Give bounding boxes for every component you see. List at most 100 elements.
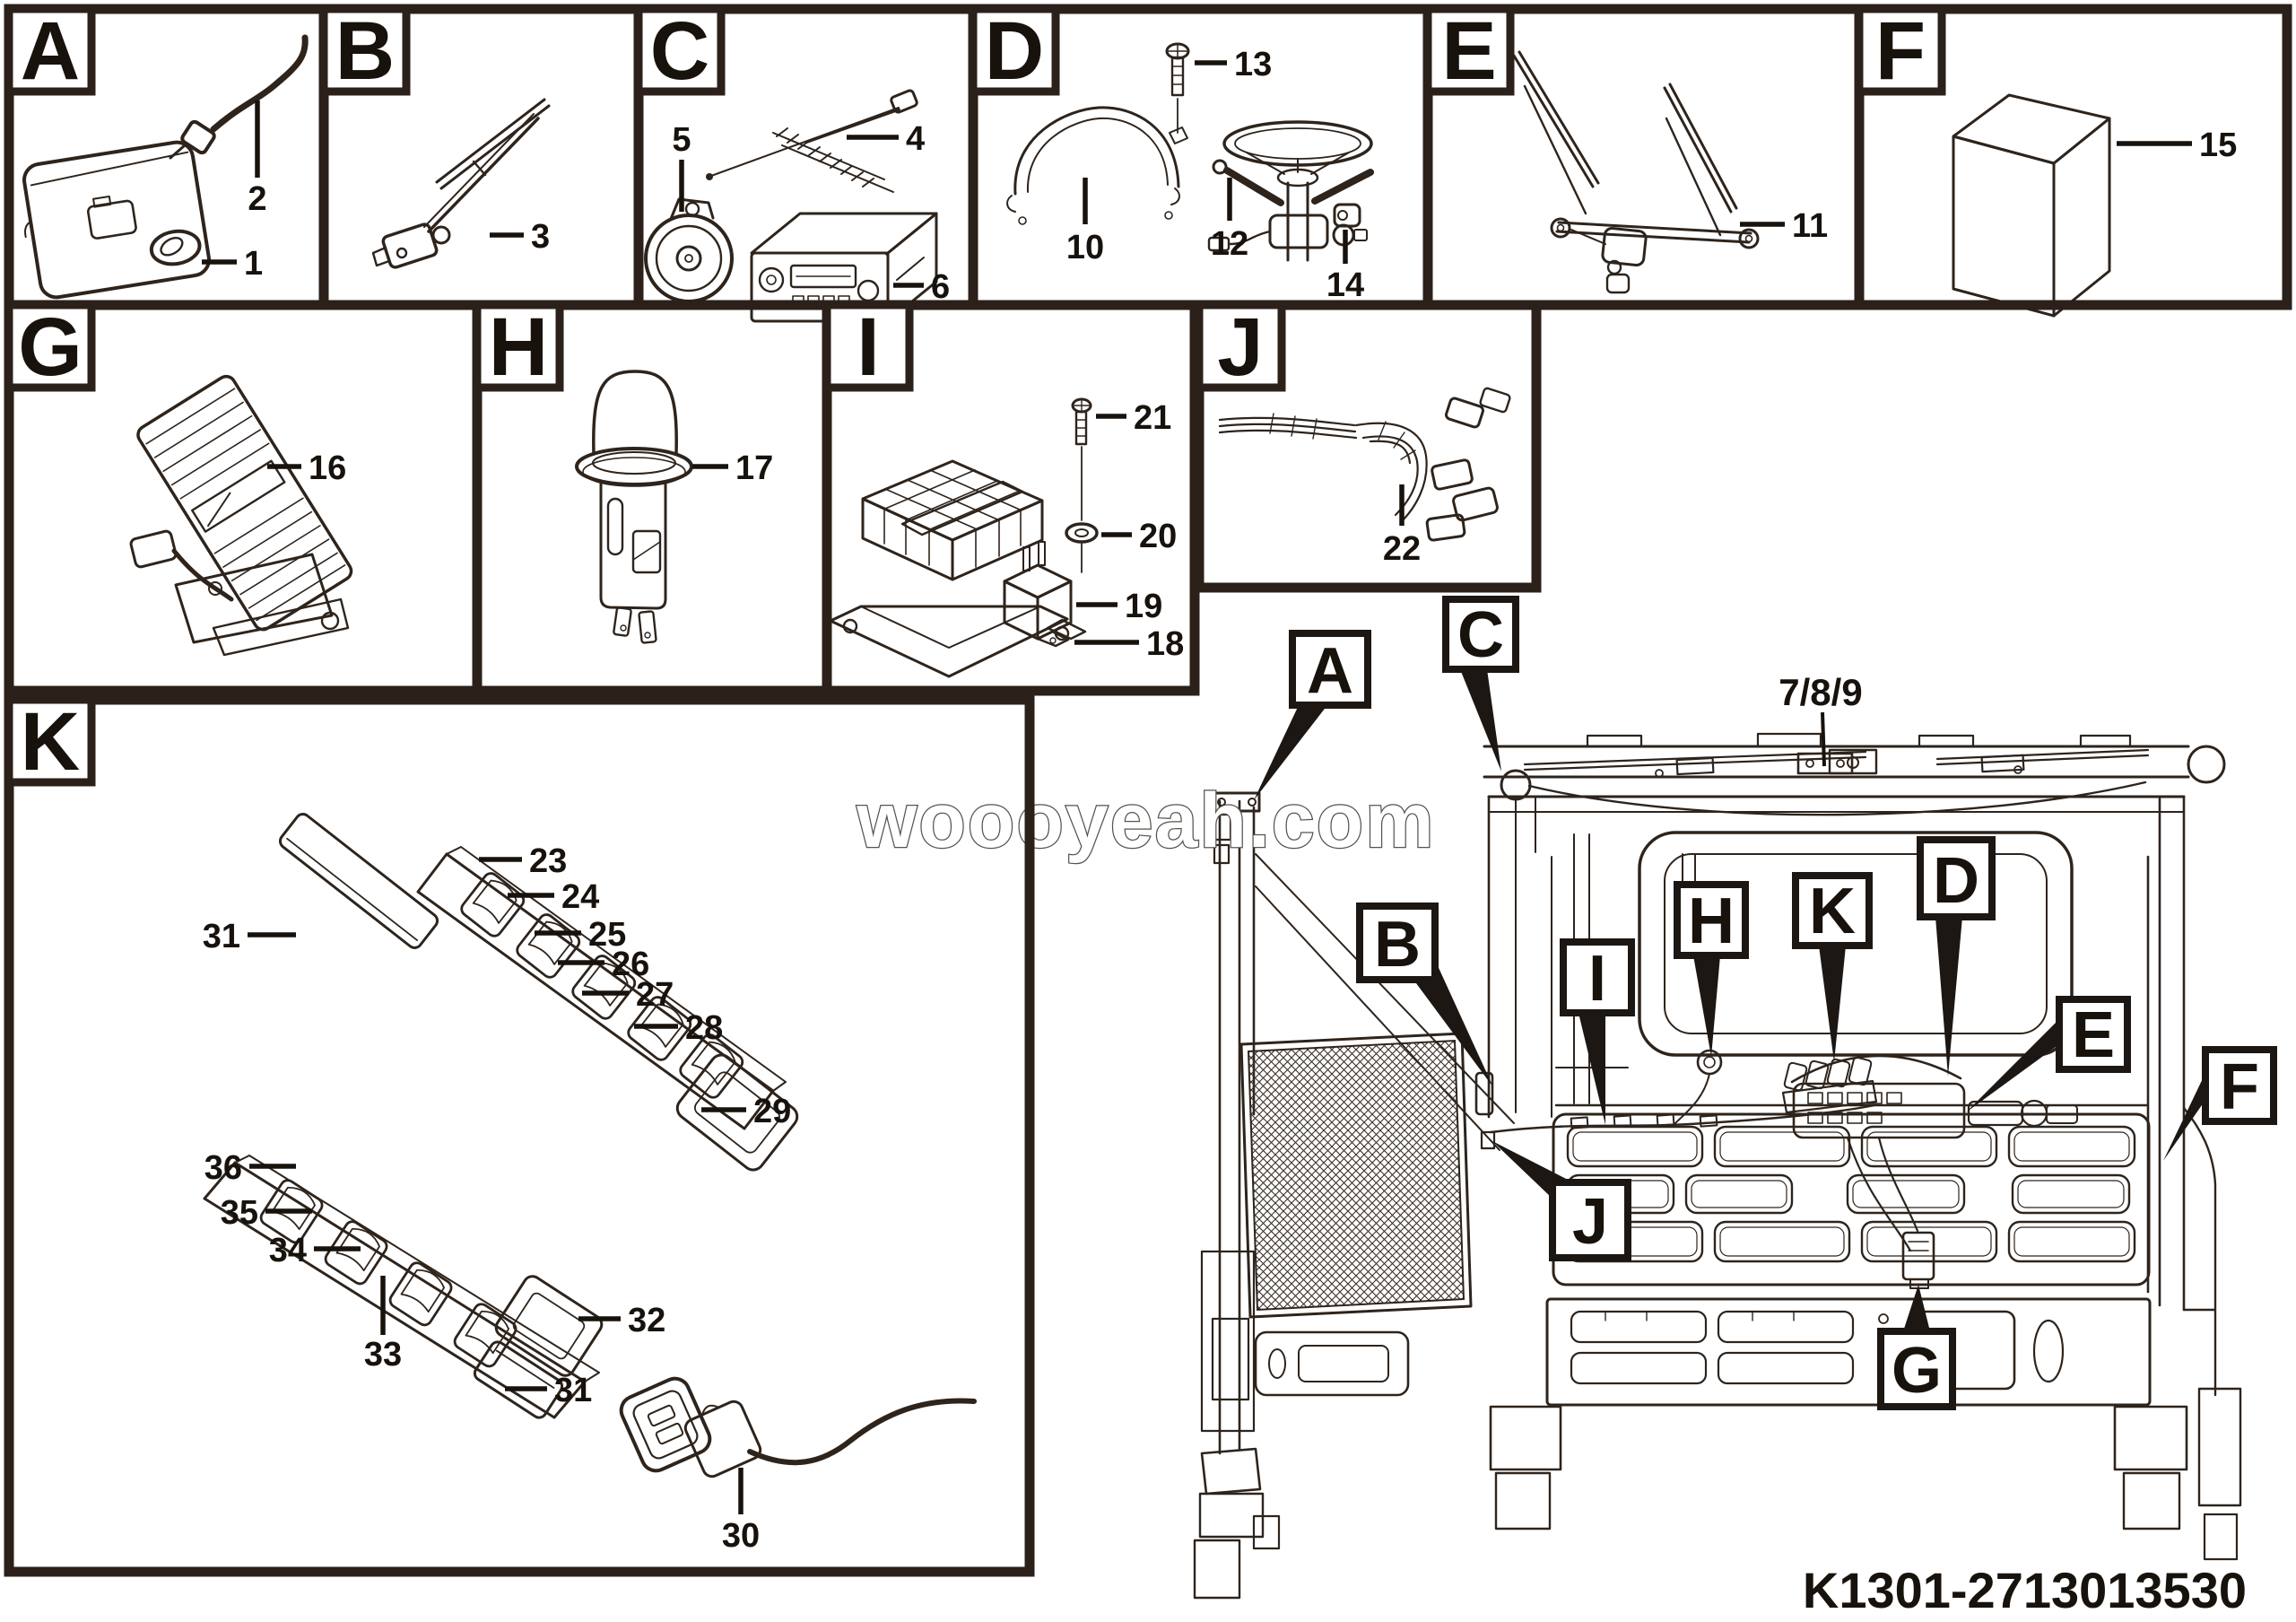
callout-letter-k: K — [1809, 876, 1856, 947]
part-number-30: 30 — [722, 1517, 760, 1555]
label-4: 4 — [847, 120, 925, 158]
part-number-20: 20 — [1139, 518, 1177, 555]
a-pillar — [1193, 791, 1515, 1600]
wiper-linkage-11 — [1512, 50, 1760, 294]
label-36: 36 — [204, 1149, 296, 1187]
panel-letter-tags: A B C D E F G H I J K — [4, 4, 1946, 788]
part-number-24: 24 — [561, 878, 599, 916]
part-number-33: 33 — [364, 1336, 402, 1373]
panel-letter-c: C — [650, 5, 709, 97]
accelerator-pedal-16 — [129, 374, 353, 657]
part-number-36: 36 — [204, 1149, 242, 1187]
label-34: 34 — [269, 1232, 361, 1269]
panel-b-content: 3 — [371, 98, 551, 269]
panel-tag-a: A — [4, 4, 96, 97]
screw-13 — [1165, 42, 1190, 134]
vent-row-3 — [1566, 1220, 2136, 1263]
part-number-26: 26 — [612, 946, 649, 983]
part-number-14: 14 — [1326, 266, 1364, 304]
fuse-box-18 — [829, 459, 1087, 678]
vent-row-1 — [1566, 1125, 2136, 1168]
panel-tag-b: B — [319, 4, 411, 97]
callout-h: H — [1674, 881, 1749, 1057]
vent-panel — [1552, 1112, 2151, 1286]
callout-c: C — [1442, 596, 1519, 772]
washer-20 — [1065, 522, 1099, 573]
label-13: 13 — [1195, 46, 1272, 83]
callout-k: K — [1792, 872, 1873, 1062]
label-35: 35 — [221, 1194, 312, 1232]
switch-bank-upper — [278, 813, 799, 1172]
label-1: 1 — [202, 245, 263, 283]
panel-letter-i: I — [857, 301, 880, 393]
bumper-panel — [1545, 1297, 2152, 1407]
label-24: 24 — [508, 878, 599, 916]
label-15: 15 — [2117, 126, 2237, 164]
harness-22 — [1218, 387, 1511, 542]
label-12: 12 — [1211, 178, 1248, 263]
panel-letter-a: A — [21, 5, 80, 97]
label-2: 2 — [248, 100, 267, 218]
horn — [644, 197, 734, 303]
radiator — [1211, 1032, 1473, 1401]
label-14: 14 — [1326, 230, 1364, 304]
label-27: 27 — [582, 976, 674, 1014]
panel-tag-i: I — [822, 301, 914, 393]
panel-letter-d: D — [985, 5, 1044, 97]
part-number-2: 2 — [248, 180, 266, 218]
panel-tag-d: D — [969, 4, 1060, 97]
callout-b: B — [1356, 903, 1493, 1087]
panel-k — [4, 694, 1035, 1577]
part-number-32: 32 — [628, 1302, 665, 1339]
roof-ref-label: 7/8/9 — [1779, 671, 1863, 767]
callout-d: D — [1917, 836, 1996, 1077]
panel-tag-k: K — [4, 695, 96, 788]
part-14 — [1333, 203, 1361, 228]
panel-a-content: 1 2 — [22, 34, 309, 300]
panel-tag-g: G — [4, 301, 96, 393]
callout-letter-g: G — [1892, 1335, 1942, 1407]
part-number-5: 5 — [672, 121, 691, 159]
part-number-28: 28 — [685, 1009, 723, 1047]
label-22: 22 — [1383, 484, 1421, 568]
label-25: 25 — [535, 916, 626, 954]
label-19: 19 — [1076, 588, 1162, 625]
truck-location-view — [1193, 732, 2242, 1600]
callout-j: J — [1492, 1141, 1631, 1261]
panel-e-content: 11 — [1512, 50, 1828, 294]
label-5: 5 — [672, 121, 691, 212]
callout-letter-b: B — [1374, 909, 1421, 981]
box-15 — [1952, 93, 2111, 318]
label-17: 17 — [692, 449, 773, 487]
part-number-3: 3 — [531, 218, 550, 256]
part-number-35: 35 — [221, 1194, 258, 1232]
callout-letter-a: A — [1307, 635, 1353, 707]
antenna — [706, 89, 918, 193]
part-number-22: 22 — [1383, 530, 1421, 568]
callout-letter-e: E — [2072, 999, 2115, 1071]
cigar-lighter-17 — [575, 370, 693, 644]
panel-tag-c: C — [634, 4, 726, 97]
chassis-legs — [1489, 1387, 2242, 1561]
roof-ref-text: 7/8/9 — [1779, 671, 1862, 713]
callout-letter-j: J — [1572, 1186, 1608, 1258]
switch-bank-lower — [203, 1155, 604, 1419]
panel-h-content: 17 — [575, 370, 773, 644]
truck-callouts: A C B I H K D E F J G 7/8/9 — [1254, 596, 2277, 1410]
callout-g: G — [1877, 1285, 1956, 1410]
part-number-31: 31 — [203, 918, 240, 955]
panel-f-content: 15 — [1952, 93, 2237, 318]
callout-e: E — [1966, 996, 2131, 1112]
panel-letter-j: J — [1217, 301, 1263, 393]
watermark: woooyeah.com — [856, 778, 1435, 864]
panel-d-content: 13 10 12 14 — [1006, 42, 1374, 304]
radio — [750, 212, 938, 323]
label-23: 23 — [479, 842, 567, 880]
label-33: 33 — [364, 1276, 402, 1373]
relay-target — [1901, 1231, 1935, 1289]
panel-j — [1194, 300, 1542, 593]
label-6: 6 — [893, 268, 950, 306]
part-number-31-dup: 31 — [554, 1372, 592, 1409]
label-3: 3 — [490, 218, 550, 256]
